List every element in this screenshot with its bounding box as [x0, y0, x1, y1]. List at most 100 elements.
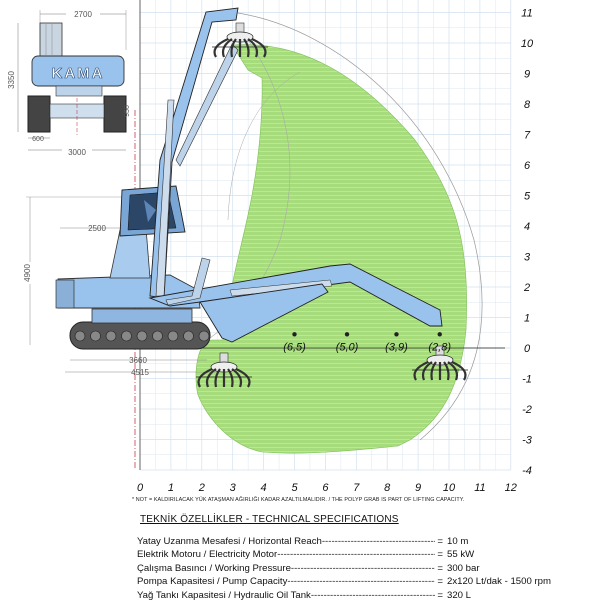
polyp-grabs	[196, 22, 468, 388]
track-roller	[183, 330, 194, 342]
y-tick-label: 1	[524, 313, 530, 325]
polyp-grab	[196, 352, 252, 388]
y-tick-label: -1	[522, 374, 532, 386]
y-tick-label: 7	[524, 130, 531, 142]
spec-label: Pompa Kapasitesi / Pump Capacity	[137, 576, 288, 588]
capacity-label: (3,9)	[385, 341, 408, 353]
x-tick-label: 7	[353, 482, 360, 494]
capacity-points: (6,5) (5,0) (3,9) (2,8)	[283, 332, 451, 353]
x-tick-label: 1	[168, 482, 174, 494]
spec-value: 2x120 Lt/dak - 1500 rpm	[447, 576, 551, 588]
front-dim-width: 2700	[74, 10, 92, 19]
specs-title: TEKNİK ÖZELLİKLER - TECHNICAL SPECIFICAT…	[140, 514, 399, 525]
spec-item: Yağ Tankı Kapasitesi / Hydraulic Oil Tan…	[137, 589, 587, 602]
capacity-label: (6,5)	[283, 341, 306, 353]
machine-side-view	[55, 7, 443, 350]
front-dim-height: 3350	[7, 71, 16, 89]
spec-value: 10 m	[447, 536, 469, 547]
spec-label: Çalışma Basıncı / Working Pressure	[137, 562, 291, 574]
track-roller	[152, 330, 163, 342]
stick-lowered	[199, 283, 329, 343]
track-left-front	[27, 95, 51, 133]
track-roller	[90, 330, 101, 342]
y-tick-label: 3	[524, 252, 531, 264]
y-tick-label: 6	[524, 160, 531, 172]
side-view-dims: 4900 2500 3660 4515	[22, 196, 217, 377]
spec-value: 300 bar	[447, 562, 480, 574]
side-dim-track: 3660	[129, 356, 147, 365]
x-tick-label: 10	[443, 482, 456, 494]
track-roller	[105, 330, 117, 342]
spec-value: 320 L	[447, 589, 472, 601]
polyp-grab	[412, 345, 468, 381]
reach-arc-outer	[237, 12, 483, 441]
y-tick-label: -4	[522, 465, 532, 477]
x-tick-label: 9	[415, 482, 421, 494]
spec-item: Elektrik Motoru / Electricity Motor =55 …	[137, 548, 587, 561]
track-roller	[121, 330, 132, 342]
spec-item: Pompa Kapasitesi / Pump Capacity = 2x120 …	[137, 575, 587, 588]
front-dim-base: 3000	[68, 148, 86, 157]
spec-label: Yağ Tankı Kapasitesi / Hydraulic Oil Tan…	[137, 589, 311, 601]
spec-label: Yatay Uzanma Mesafesi / Horizontal Reach	[137, 536, 322, 547]
capacity-label: (2,8)	[428, 341, 451, 353]
capacity-dot	[394, 332, 399, 337]
spec-equals: =	[437, 536, 443, 547]
y-tick-label: 5	[524, 191, 531, 203]
spec-equals: =	[437, 576, 443, 588]
capacity-note: * NOT = KALDIRILACAK YÜK ATAŞMAN AĞIRLIĞ…	[132, 497, 465, 503]
spec-item: Çalışma Basıncı / Working Pressure = 300 …	[137, 562, 587, 575]
track-roller	[167, 330, 179, 342]
side-dim-height: 4900	[23, 264, 32, 282]
spec-leader	[277, 548, 435, 561]
capacity-dot	[292, 332, 297, 337]
front-dim-track: 600	[32, 136, 44, 143]
undercarriage	[91, 308, 193, 324]
x-tick-label: 8	[384, 482, 391, 494]
spec-equals: =	[437, 549, 443, 561]
y-tick-label: 11	[521, 8, 532, 20]
y-tick-label: 4	[524, 221, 530, 233]
specs-list: Yatay Uzanma Mesafesi / Horizontal Reach…	[137, 535, 587, 602]
y-tick-label: 2	[523, 282, 530, 294]
y-tick-label: 8	[524, 99, 531, 111]
track-roller	[136, 330, 148, 342]
capacity-dot	[344, 332, 350, 337]
capacity-dot	[437, 332, 442, 337]
y-tick-label: 10	[521, 38, 534, 50]
spec-equals: =	[437, 562, 443, 574]
y-tick-label: -2	[522, 404, 532, 416]
track-rollers	[74, 330, 210, 342]
x-tick-label: 6	[322, 482, 329, 494]
spec-item: Yatay Uzanma Mesafesi / Horizontal Reach…	[137, 535, 587, 548]
x-tick-label: 2	[198, 482, 205, 494]
side-dim-tail: 2500	[88, 224, 106, 233]
polyp-grab	[212, 22, 268, 58]
y-tick-label: 9	[524, 69, 530, 81]
working-envelope	[195, 44, 467, 454]
cabin-top-front	[39, 22, 63, 57]
counterweight	[55, 279, 75, 309]
spec-leader	[322, 535, 436, 548]
front-dim-clearance: 950	[124, 105, 131, 117]
capacity-label: (5,0)	[336, 341, 359, 353]
x-tick-label: 11	[474, 482, 485, 494]
y-tick-label: -3	[522, 435, 533, 447]
y-tick-label: 0	[524, 343, 531, 355]
x-tick-label: 0	[137, 482, 144, 494]
spec-equals: =	[437, 589, 443, 601]
x-tick-label: 3	[230, 482, 237, 494]
track-right-front	[103, 95, 127, 133]
x-tick-label: 4	[261, 482, 267, 494]
x-tick-label: 12	[505, 482, 517, 494]
track-roller	[74, 330, 86, 342]
side-dim-overall: 4515	[131, 368, 149, 377]
spec-value: 55 kW	[447, 549, 475, 561]
reach-arc-tip	[227, 71, 301, 221]
x-tick-label: 5	[291, 482, 298, 494]
brand-logo: KAMA	[52, 65, 105, 82]
